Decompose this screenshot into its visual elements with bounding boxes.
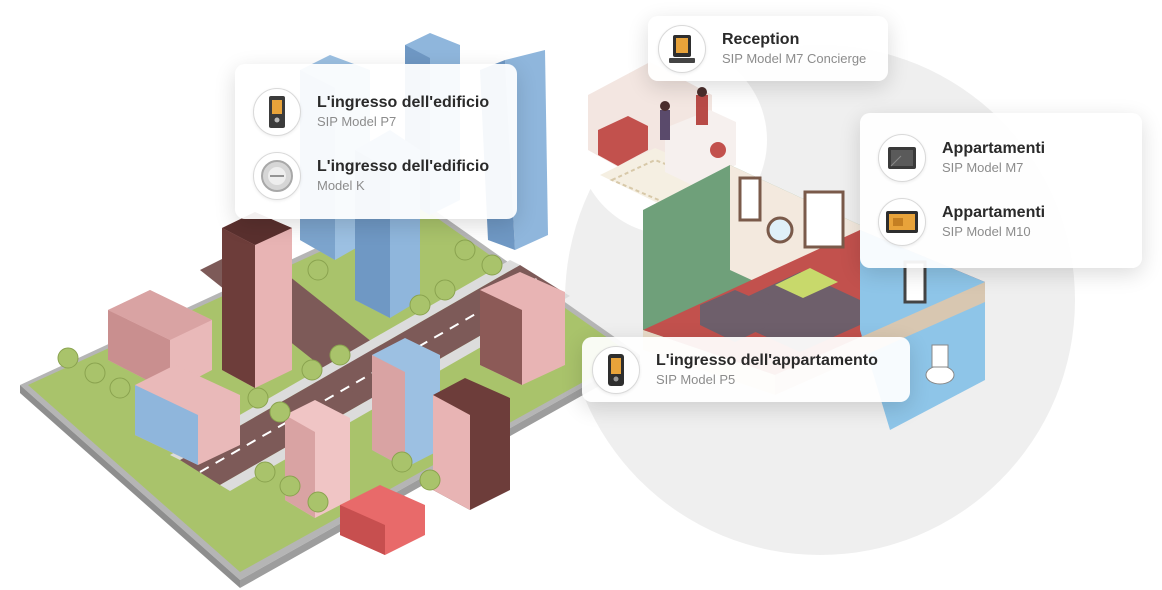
indoor-monitor-m10-icon xyxy=(878,198,926,246)
trees xyxy=(57,239,503,513)
device-item-m10[interactable]: Appartamenti SIP Model M10 xyxy=(878,197,1045,247)
pink-apartment-blocks xyxy=(285,272,565,555)
device-model: SIP Model M10 xyxy=(942,223,1031,239)
device-model: SIP Model M7 Concierge xyxy=(722,50,867,66)
intercom-panel-p5-icon xyxy=(592,346,640,394)
device-model: Model K xyxy=(317,177,365,193)
device-title: Appartamenti xyxy=(942,140,1046,158)
device-title: L'ingresso dell'edificio xyxy=(317,94,490,112)
intercom-panel-p7-icon xyxy=(253,88,301,136)
device-item-m7[interactable]: Appartamenti SIP Model M7 xyxy=(878,133,1045,183)
concierge-station-icon xyxy=(658,25,706,73)
device-model: SIP Model M7 xyxy=(942,159,1024,175)
intercom-round-k-icon xyxy=(253,152,301,200)
device-title: Reception xyxy=(722,31,800,49)
tall-residential-tower xyxy=(222,212,292,388)
building-entrance-card: L'ingresso dell'edificio SIP Model P7 L'… xyxy=(235,64,517,219)
device-model: SIP Model P7 xyxy=(317,113,397,129)
device-title: L'ingresso dell'edificio xyxy=(317,158,490,176)
indoor-monitor-m7-icon xyxy=(878,134,926,182)
device-title: L'ingresso dell'appartamento xyxy=(656,352,878,370)
device-item-m7-concierge[interactable]: Reception SIP Model M7 Concierge xyxy=(658,24,866,74)
front-left-building xyxy=(135,365,240,465)
reception-card: Reception SIP Model M7 Concierge xyxy=(648,16,888,81)
apartments-card: Appartamenti SIP Model M7 Appartamenti S… xyxy=(860,113,1142,268)
device-title: Appartamenti xyxy=(942,204,1046,222)
device-item-p7[interactable]: L'ingresso dell'edificio SIP Model P7 xyxy=(253,87,489,137)
device-item-p5[interactable]: L'ingresso dell'appartamento SIP Model P… xyxy=(592,345,878,395)
device-item-k[interactable]: L'ingresso dell'edificio Model K xyxy=(253,151,489,201)
low-office-building xyxy=(108,290,212,392)
device-model: SIP Model P5 xyxy=(656,371,736,387)
apartment-entrance-card: L'ingresso dell'appartamento SIP Model P… xyxy=(582,337,910,402)
